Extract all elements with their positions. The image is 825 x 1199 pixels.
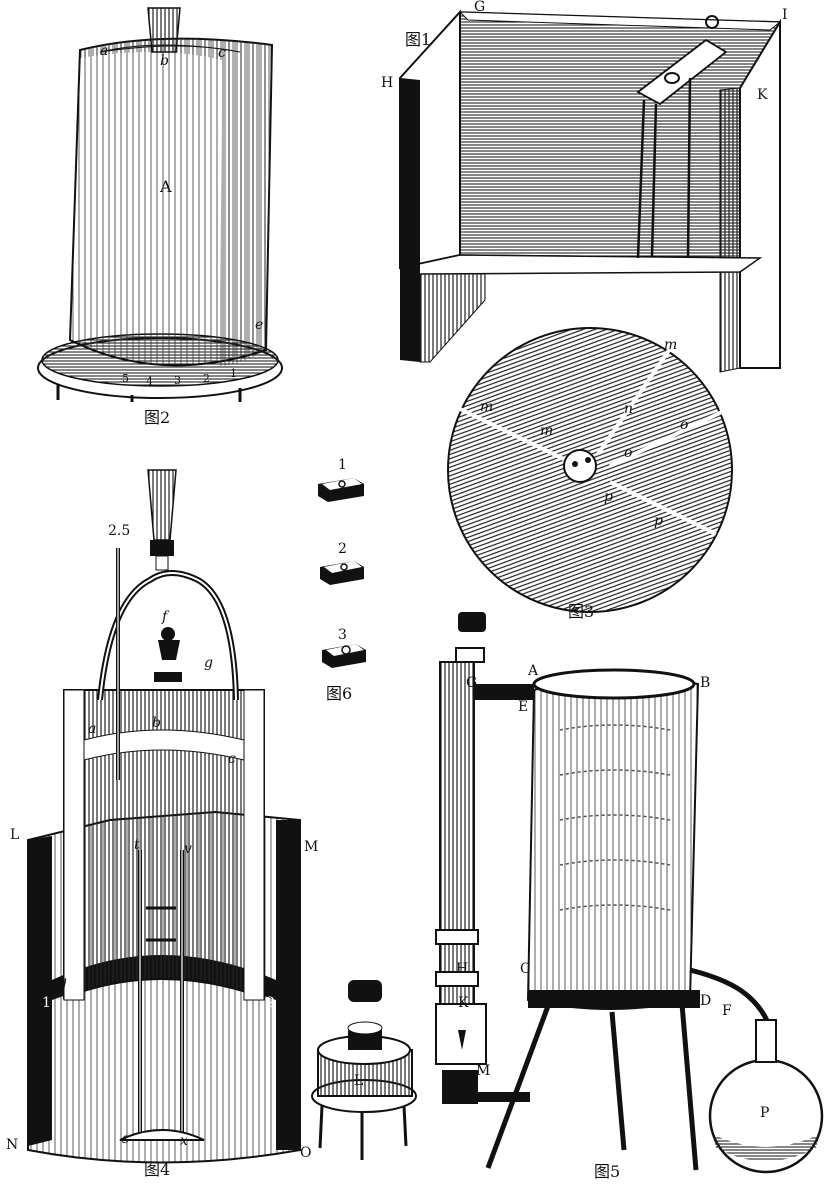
fig5-label-D: D	[700, 993, 712, 1009]
fig4-label-g: g	[204, 655, 213, 671]
fig3-label-o-inner: o	[624, 445, 633, 461]
fig5-label-K: K	[458, 995, 469, 1011]
fig4-label-v: v	[184, 841, 192, 857]
fig2-label-a: a	[100, 43, 109, 59]
fig3-label-m-left: m	[480, 399, 494, 415]
fig4-label-scale: 2.5	[108, 523, 131, 539]
fig4-label-2: 2	[266, 995, 275, 1011]
fig5-caption: 图5	[594, 1162, 621, 1181]
fig5-label-G: G	[466, 675, 478, 691]
fig4-calorimeter	[27, 469, 301, 1164]
fig3-label-m-inner: m	[540, 423, 554, 439]
fig1-label-K: K	[757, 87, 768, 103]
fig4-caption: 图4	[144, 1160, 171, 1179]
fig2-caption: 图2	[144, 408, 171, 427]
fig2-label-A: A	[160, 177, 172, 196]
fig5-condenser-apparatus	[311, 612, 824, 1174]
fig5-label-M: M	[476, 1063, 491, 1079]
fig3-disc-diagram	[447, 327, 733, 613]
fig4-label-L: L	[10, 827, 20, 843]
fig4-label-d: d	[58, 977, 67, 993]
fig2-cylinder-apparatus	[37, 7, 283, 402]
fig6-caption: 图6	[326, 684, 353, 703]
fig5-label-L: L	[354, 1073, 364, 1089]
fig2-scale-mark-5: 5	[122, 372, 129, 385]
fig5-label-E: E	[518, 699, 529, 715]
fig3-label-m-top: m	[664, 337, 678, 353]
fig2-label-c: c	[218, 45, 226, 61]
fig3-caption: 图3	[568, 602, 595, 621]
fig2-scale-mark-3: 3	[174, 374, 181, 387]
fig4-label-1: 1	[42, 995, 51, 1011]
fig4-label-M: M	[304, 839, 319, 855]
fig2-scale-mark-2: 2	[203, 372, 210, 385]
fig3-label-p-outer: p	[654, 513, 663, 529]
fig5-label-C: C	[520, 961, 531, 977]
fig2-label-b: b	[160, 53, 169, 69]
fig3-label-n: n	[624, 401, 634, 417]
fig2-label-e: e	[255, 317, 264, 333]
fig5-label-P: P	[760, 1105, 770, 1121]
fig3-label-o-outer: o	[680, 417, 689, 433]
fig5-label-F: F	[722, 1003, 732, 1019]
fig5-label-A: A	[528, 663, 539, 679]
fig5-label-B: B	[700, 675, 711, 691]
fig3-label-p-inner: p	[604, 489, 613, 505]
fig4-label-f: f	[162, 609, 168, 625]
fig1-caption: 图1	[405, 30, 432, 49]
fig1-box-apparatus	[399, 9, 782, 373]
fig4-label-O: O	[300, 1145, 312, 1161]
fig4-label-c: c	[228, 751, 236, 767]
fig1-label-G: G	[474, 0, 486, 15]
fig1-label-I: I	[782, 7, 788, 23]
fig6-blocks	[318, 478, 366, 668]
fig1-label-H: H	[381, 75, 394, 91]
fig6-label-2: 2	[338, 541, 347, 557]
fig4-label-a: a	[88, 721, 97, 737]
fig6-label-1: 1	[338, 457, 347, 473]
fig4-label-N: N	[6, 1137, 19, 1153]
fig6-label-3: 3	[338, 627, 347, 643]
fig4-label-t: t	[134, 837, 140, 853]
fig4-label-b: b	[152, 715, 161, 731]
fig4-label-x: x	[180, 1133, 188, 1149]
fig2-scale-mark-4: 4	[146, 375, 153, 388]
fig2-scale-mark-1: 1	[230, 367, 237, 380]
fig5-label-H: H	[456, 961, 469, 977]
fig4-label-s: s	[122, 1131, 130, 1147]
